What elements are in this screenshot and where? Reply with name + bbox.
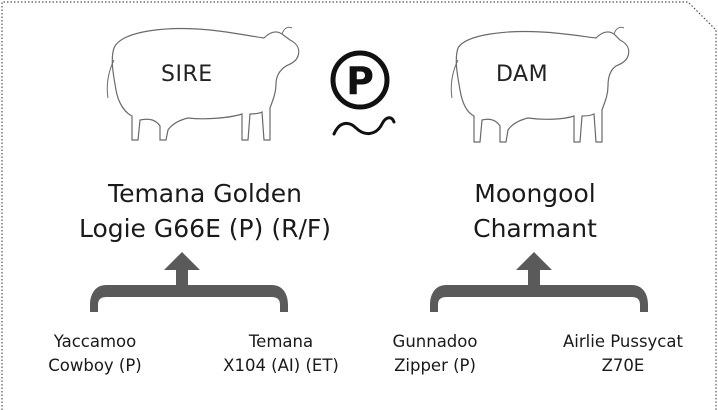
dam-tag: DAM [496, 62, 549, 87]
polled-letter: P [346, 59, 374, 103]
dam-grandsire: Gunnadoo Zipper (P) [380, 330, 490, 378]
sire-grandsire-line1: Yaccamoo [53, 332, 137, 351]
dam-grandsire-line1: Gunnadoo [392, 332, 478, 351]
dam-grandsire-line2: Zipper (P) [394, 356, 476, 375]
dam-granddam-line1: Airlie Pussycat [563, 332, 683, 351]
sire-grandsire: Yaccamoo Cowboy (P) [35, 330, 155, 378]
sire-granddam-line1: Temana [248, 332, 314, 351]
dam-cow-outline [450, 26, 630, 143]
sire-granddam: Temana X104 (AI) (ET) [206, 330, 356, 378]
sire-grandsire-line2: Cowboy (P) [48, 356, 142, 375]
sire-name-line1: Temana Golden [108, 179, 302, 208]
sire-tag: SIRE [161, 62, 213, 87]
dam-name-line2: Charmant [473, 214, 597, 243]
sire-bracket-arrow [90, 252, 288, 312]
sire-name: Temana Golden Logie G66E (P) (R/F) [60, 176, 350, 246]
dam-granddam-line2: Z70E [601, 356, 645, 375]
dam-granddam: Airlie Pussycat Z70E [548, 330, 698, 378]
sire-name-line2: Logie G66E (P) (R/F) [78, 214, 332, 243]
sire-cow-outline [106, 26, 300, 141]
dam-bracket-arrow [430, 252, 648, 312]
dam-name: Moongool Charmant [410, 176, 660, 246]
sire-granddam-line2: X104 (AI) (ET) [223, 356, 339, 375]
polled-p-circle-icon: P [330, 50, 396, 136]
dam-name-line1: Moongool [474, 179, 596, 208]
